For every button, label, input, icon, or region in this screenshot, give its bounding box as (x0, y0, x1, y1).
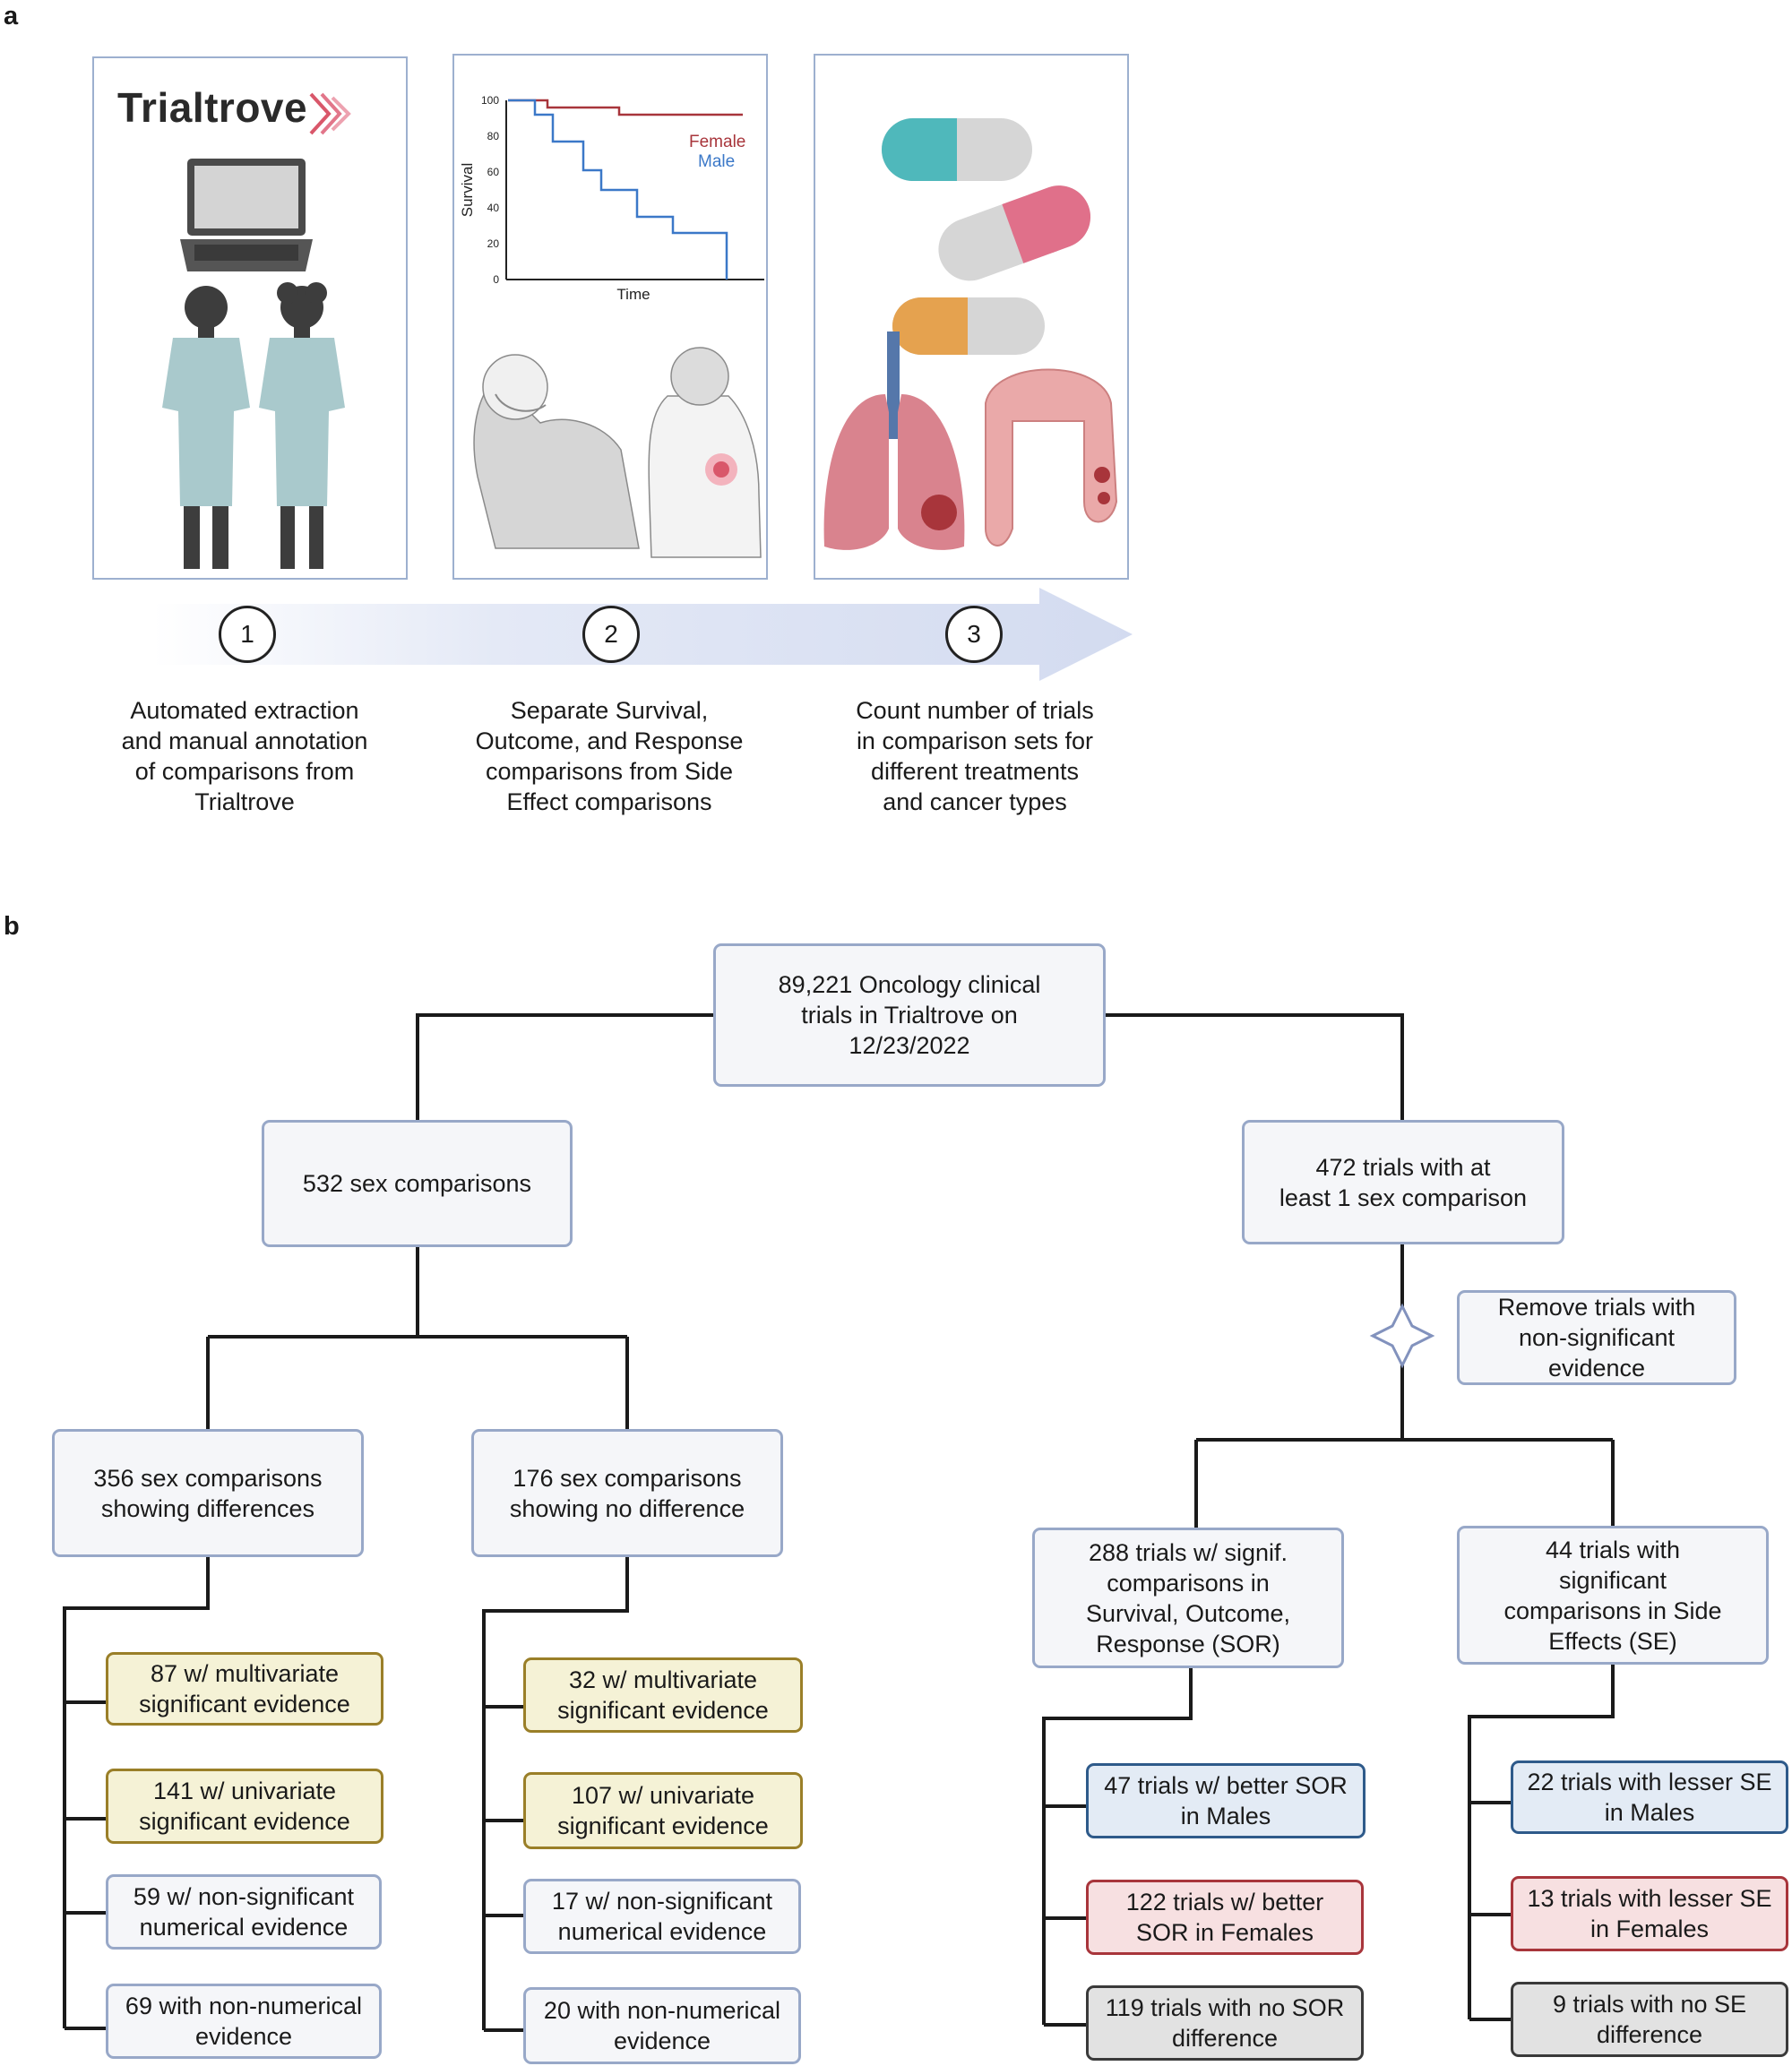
sor-males-node: 47 trials w/ better SOR in Males (1086, 1763, 1366, 1838)
step-1-caption: Automated extraction and manual annotati… (121, 697, 368, 815)
panel-b-label: b (4, 912, 20, 941)
se-no-difference-node: 9 trials with no SE difference (1511, 1982, 1788, 2057)
panel-a-label: a (4, 2, 19, 30)
ytick-60: 60 (487, 166, 500, 178)
legend-male: Male (698, 152, 735, 171)
step1-illustration-frame: Trialtrove (92, 56, 408, 580)
diff-nonnumerical-node: 69 with non-numerical evidence (106, 1984, 382, 2059)
step-3-caption: Count number of trials in comparison set… (856, 697, 1094, 815)
nodiff-univariate-node: 107 w/ univariate significant evidence (523, 1772, 803, 1849)
nodiff-nonsignificant-node: 17 w/ non-significant numerical evidence (523, 1879, 801, 1954)
se-node: 44 trials with significant comparisons i… (1457, 1526, 1769, 1665)
no-difference-node: 176 sex comparisons showing no differenc… (471, 1429, 783, 1557)
sor-node: 288 trials w/ signif. comparisons in Sur… (1032, 1528, 1344, 1668)
ytick-80: 80 (487, 130, 500, 142)
chart-ylabel: Survival (459, 163, 476, 217)
filter-note-node: Remove trials with non-significant evide… (1457, 1290, 1736, 1385)
differences-node: 356 sex comparisons showing differences (52, 1429, 364, 1557)
survival-chart: 0 20 40 60 80 100 Survival Time Female M… (459, 94, 764, 303)
ytick-20: 20 (487, 237, 500, 250)
se-males-node: 22 trials with lesser SE in Males (1511, 1760, 1788, 1834)
step-2-caption: Separate Survival, Outcome, and Response… (475, 697, 744, 815)
legend-female: Female (689, 133, 745, 151)
diff-multivariate-node: 87 w/ multivariate significant evidence (106, 1652, 383, 1726)
workflow-arrow (152, 588, 1133, 681)
laptop-icon (180, 159, 313, 271)
side-effect-patients-icon (473, 347, 762, 558)
step3-illustration-frame (814, 54, 1129, 580)
organs-icon (823, 331, 1118, 550)
step-2-circle: 2 (582, 606, 640, 663)
sor-no-difference-node: 119 trials with no SOR difference (1086, 1985, 1364, 2061)
step-1-circle: 1 (219, 606, 276, 663)
nodiff-nonnumerical-node: 20 with non-numerical evidence (523, 1987, 801, 2064)
se-females-node: 13 trials with lesser SE in Females (1511, 1876, 1788, 1951)
step-3-circle: 3 (945, 606, 1003, 663)
sor-females-node: 122 trials w/ better SOR in Females (1086, 1880, 1364, 1955)
female-survival-curve (508, 99, 743, 116)
step2-illustration-frame: 0 20 40 60 80 100 Survival Time Female M… (452, 54, 768, 580)
filter-star-icon (1369, 1303, 1435, 1369)
ytick-0: 0 (493, 273, 499, 286)
diff-nonsignificant-node: 59 w/ non-significant numerical evidence (106, 1874, 382, 1950)
trialtrove-logo-text: Trialtrove (117, 84, 308, 131)
root-node: 89,221 Oncology clinical trials in Trial… (713, 943, 1106, 1087)
trialtrove-chevron-logo-icon (309, 92, 351, 135)
pills-icon (882, 118, 1091, 355)
ytick-40: 40 (487, 202, 500, 214)
sex-comparisons-node: 532 sex comparisons (262, 1120, 573, 1247)
patients-illustration-icon (162, 282, 345, 569)
diff-univariate-node: 141 w/ univariate significant evidence (106, 1769, 383, 1844)
male-survival-curve (508, 99, 728, 280)
nodiff-multivariate-node: 32 w/ multivariate significant evidence (523, 1657, 803, 1733)
chart-xlabel: Time (616, 286, 650, 303)
ytick-100: 100 (481, 94, 499, 107)
trials-with-comparison-node: 472 trials with at least 1 sex compariso… (1242, 1120, 1564, 1244)
